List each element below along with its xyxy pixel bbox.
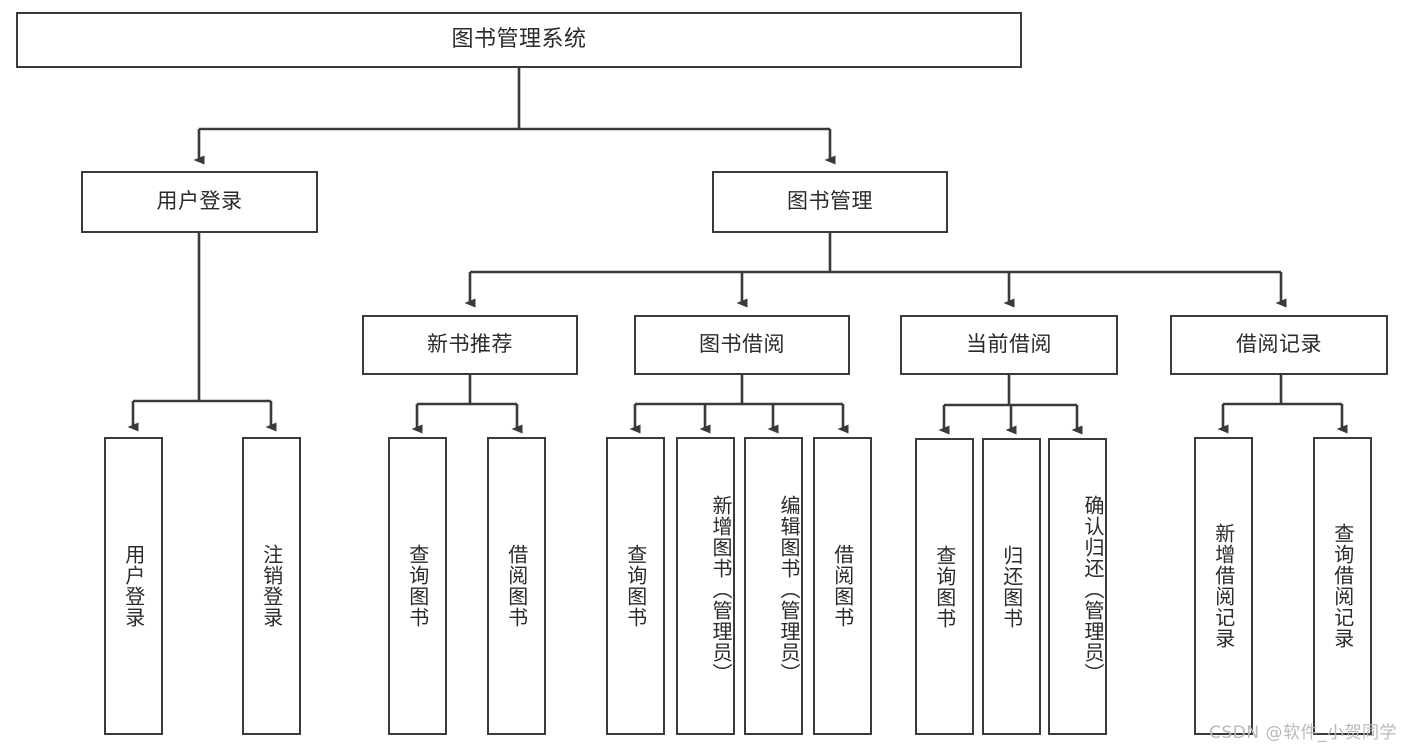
leaf-record-add-record[interactable]: 新增借阅记录 xyxy=(1194,437,1253,735)
leaf-current-query-book[interactable]: 查询图书 xyxy=(915,438,974,735)
leaf-borrow-query-book[interactable]: 查询图书 xyxy=(606,437,665,735)
leaf-record-query-record[interactable]: 查询借阅记录 xyxy=(1313,437,1372,735)
node-new-book-recommend[interactable]: 新书推荐 xyxy=(362,315,578,375)
leaf-borrow-borrow-book[interactable]: 借阅图书 xyxy=(813,437,872,735)
leaf-new-book-borrow[interactable]: 借阅图书 xyxy=(487,437,546,735)
leaf-user-login-logout[interactable]: 注销登录 xyxy=(242,437,301,735)
node-current-borrow[interactable]: 当前借阅 xyxy=(900,315,1118,375)
node-user-login[interactable]: 用户登录 xyxy=(81,171,318,233)
leaf-borrow-edit-book-admin[interactable]: 编辑图书（管理员） xyxy=(744,437,803,735)
node-book-borrow[interactable]: 图书借阅 xyxy=(634,315,850,375)
node-borrow-record[interactable]: 借阅记录 xyxy=(1170,315,1388,375)
leaf-current-confirm-return-admin[interactable]: 确认归还（管理员） xyxy=(1048,438,1107,735)
leaf-new-book-query[interactable]: 查询图书 xyxy=(388,437,447,735)
csdn-watermark: CSDN @软件_小贺同学 xyxy=(1209,723,1397,743)
leaf-current-return-book[interactable]: 归还图书 xyxy=(982,438,1041,735)
leaf-user-login-login[interactable]: 用户登录 xyxy=(104,437,163,735)
node-root-system[interactable]: 图书管理系统 xyxy=(16,12,1022,68)
leaf-borrow-add-book-admin[interactable]: 新增图书（管理员） xyxy=(676,437,735,735)
node-book-management[interactable]: 图书管理 xyxy=(712,171,948,233)
